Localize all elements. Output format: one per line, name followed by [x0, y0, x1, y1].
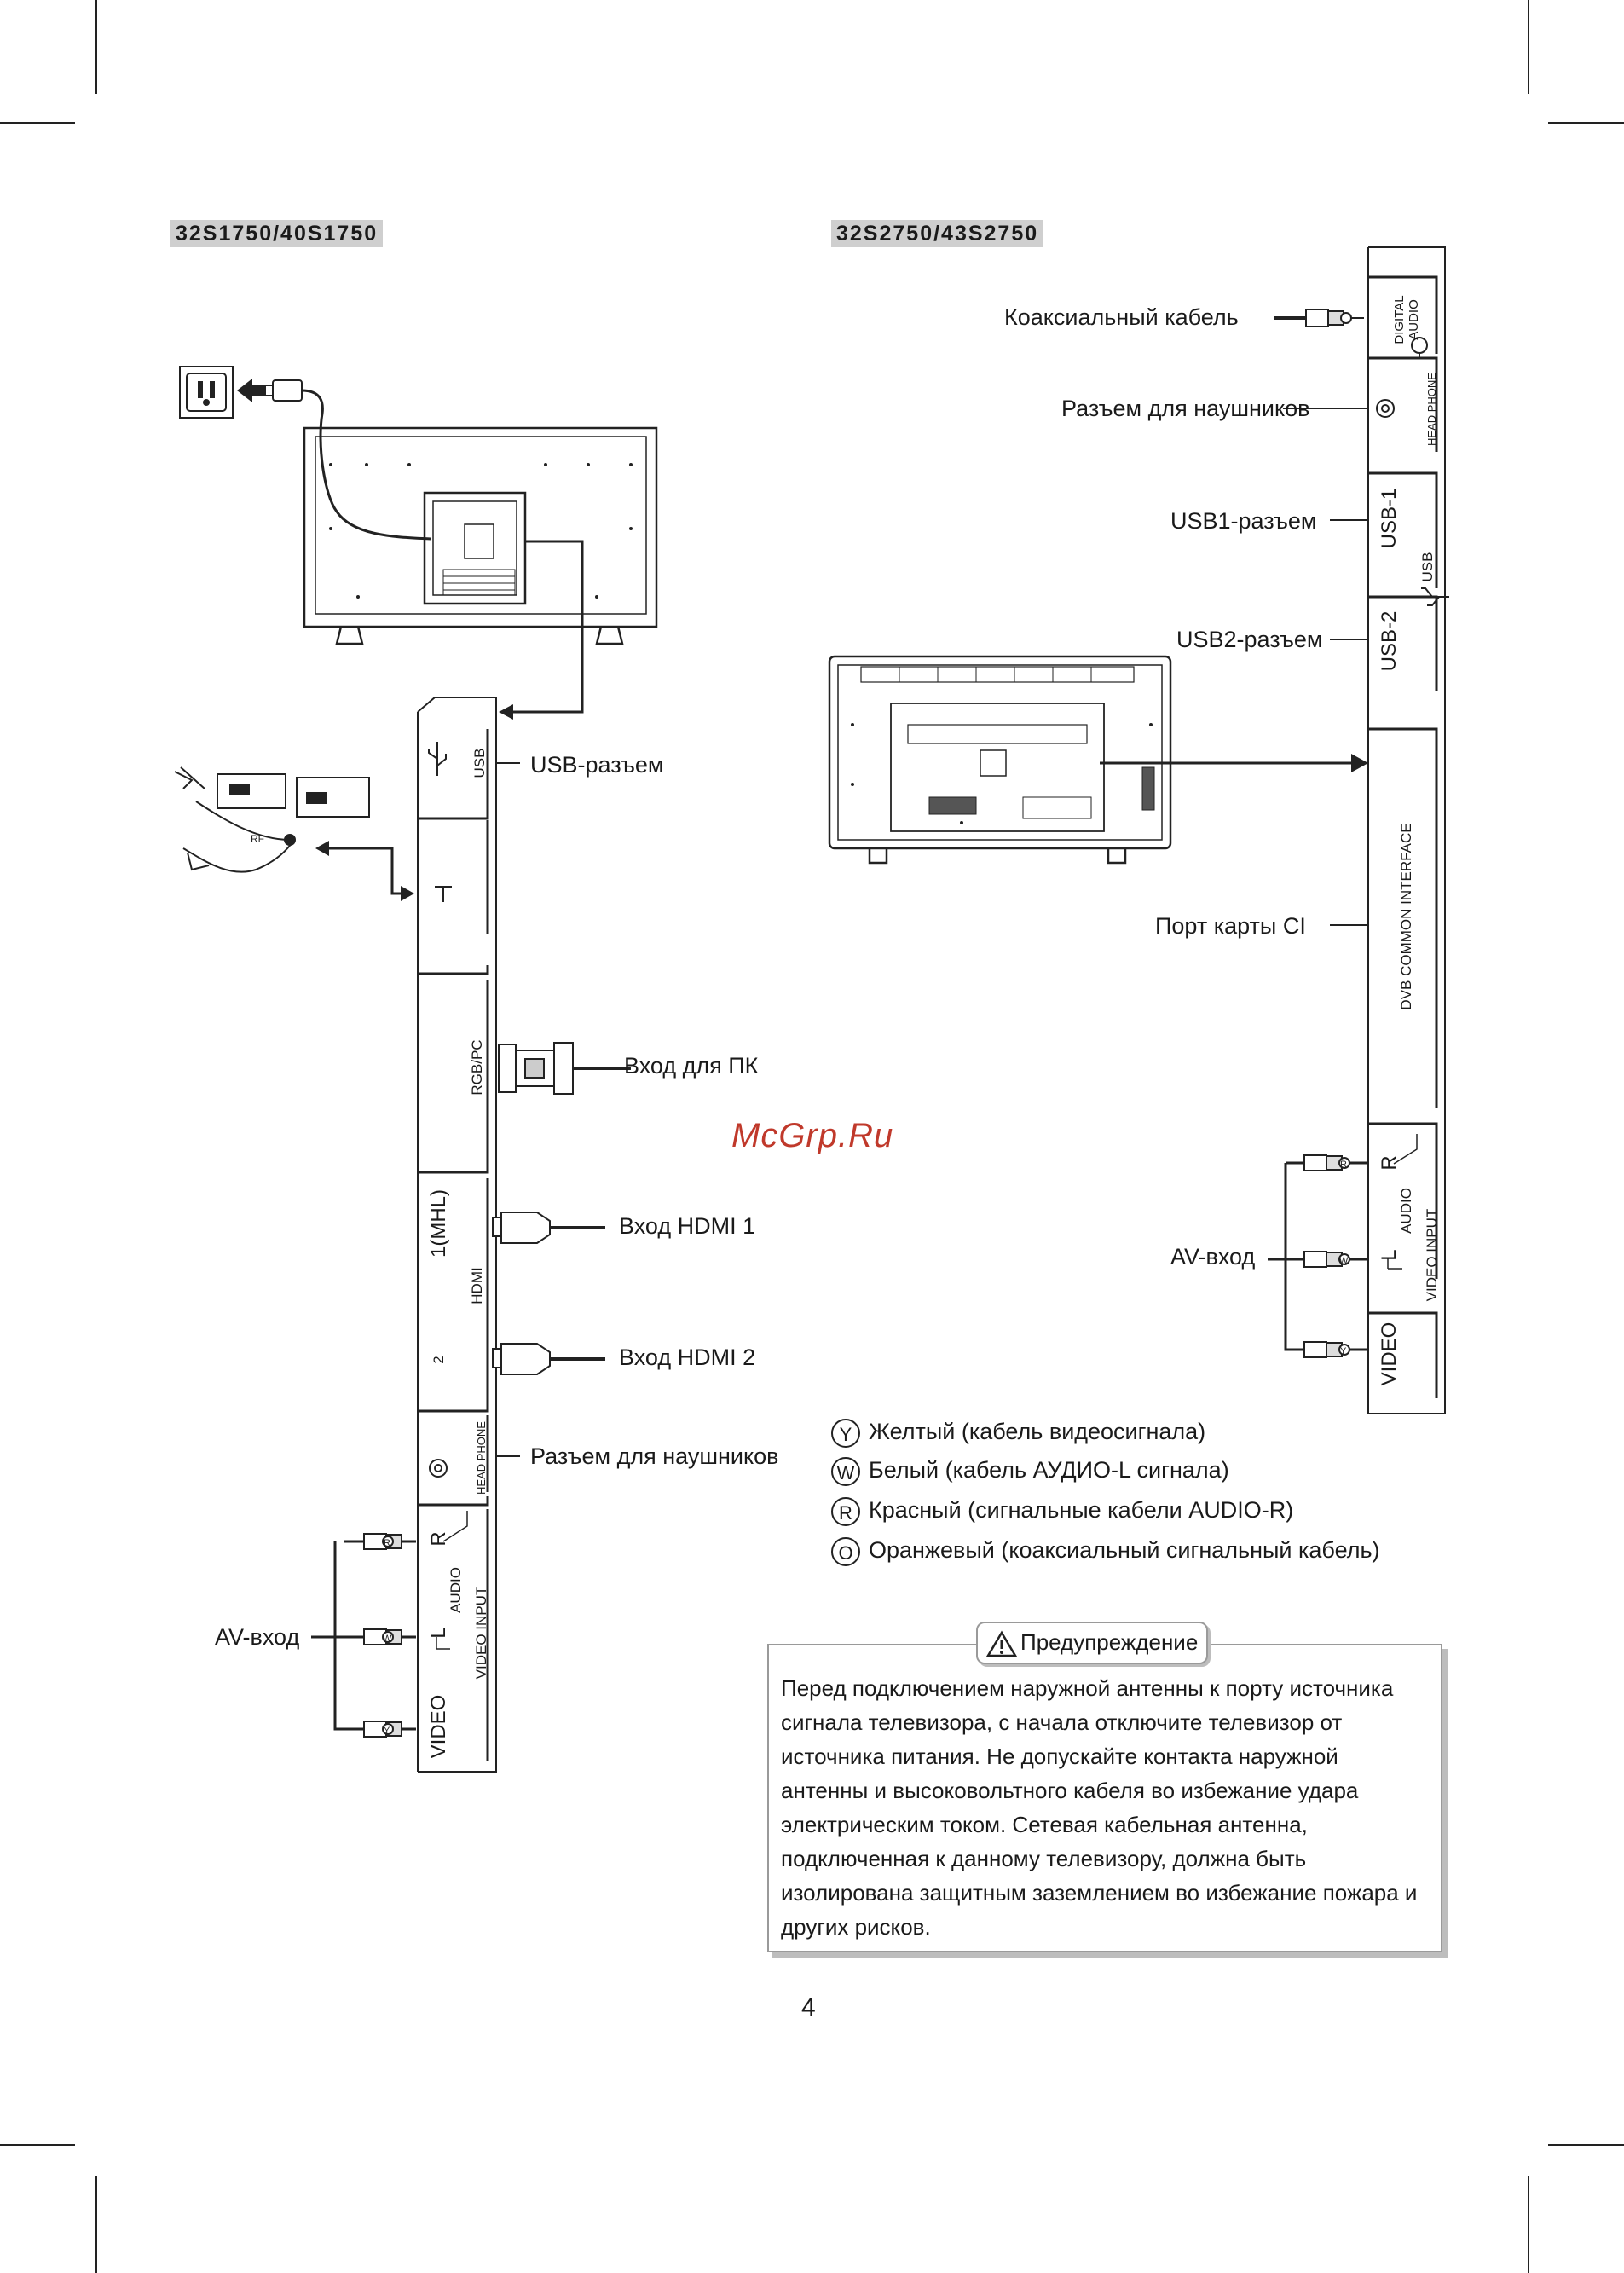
vga-connector-icon: [498, 1042, 631, 1095]
hdmi-connector-icon: [492, 1212, 605, 1244]
legend-text: Желтый (кабель видеосигнала): [869, 1419, 1206, 1444]
warning-title: Предупреждение: [976, 1622, 1209, 1664]
rf-label: RF: [251, 833, 264, 845]
legend-text: Белый (кабель АУДИО-L сигнала): [869, 1457, 1229, 1483]
dvb-ci-label: DVB COMMON INTERFACE: [1398, 823, 1414, 1010]
model-label-left: 32S1750/40S1750: [170, 220, 384, 247]
svg-text:R: R: [384, 1538, 390, 1548]
audio-r-label: R: [1378, 1155, 1401, 1171]
legend-letter: O: [831, 1536, 860, 1566]
model-label-right: 32S2750/43S2750: [831, 220, 1044, 247]
crop-mark: [95, 2176, 97, 2273]
usb1-callout: USB1-разъем: [1170, 508, 1317, 534]
usb-callout: USB-разъем: [530, 752, 664, 778]
crop-mark: [1528, 2176, 1529, 2273]
warning-text: Перед подключением наружной антенны к по…: [781, 1675, 1418, 1940]
antenna-port-icon: [435, 886, 452, 902]
power-outlet-icon: [179, 366, 234, 419]
crop-mark: [1548, 2144, 1624, 2146]
warning-icon: [985, 1630, 1018, 1657]
headphone-icon: [429, 1459, 448, 1478]
legend-item: O Оранжевый (коаксиальный сигнальный кабе…: [831, 1533, 1380, 1567]
legend-letter: R: [831, 1496, 860, 1526]
arrow-left-icon: [237, 379, 266, 402]
legend-text: Оранжевый (коаксиальный сигнальный кабел…: [869, 1537, 1380, 1563]
legend-item: R Красный (сигнальные кабели AUDIO-R): [831, 1493, 1293, 1527]
ci-port-callout: Порт карты CI: [1155, 913, 1306, 939]
headphone-callout: Разъем для наушников: [530, 1443, 779, 1469]
legend-letter: Y: [831, 1418, 860, 1448]
rca-plug-white-icon: [363, 1628, 402, 1645]
headphone-icon: [1376, 399, 1395, 418]
legend-letter: W: [831, 1456, 860, 1486]
audio-label: AUDIO: [1398, 1188, 1414, 1234]
headphone-callout: Разъем для наушников: [1061, 396, 1310, 421]
usb2-port-label: USB-2: [1378, 610, 1401, 672]
digital-audio-label: DIGITAL AUDIO: [1392, 295, 1421, 344]
hdmi1-callout: Вход HDMI 1: [619, 1213, 756, 1239]
rca-plug-yellow-icon: [363, 1721, 402, 1738]
arrow-left-icon: [499, 704, 513, 720]
arrow-right-icon: [401, 886, 414, 901]
rca-plug-yellow-icon: [1303, 1341, 1350, 1358]
usb-icon: [1415, 587, 1449, 606]
tv-back-right: [828, 655, 1172, 865]
pc-input-callout: Вход для ПК: [624, 1053, 759, 1079]
coaxial-plug-icon: [1274, 309, 1364, 327]
hdmi-connector-icon: [492, 1343, 605, 1375]
crop-mark: [0, 2144, 75, 2146]
legend-item: W Белый (кабель АУДИО-L сигнала): [831, 1453, 1229, 1487]
hdmi2-callout: Вход HDMI 2: [619, 1345, 756, 1370]
arrow-left-icon: [315, 841, 329, 856]
crop-mark: [1548, 122, 1624, 124]
usb-icon: [428, 742, 447, 776]
av-input-callout: AV-вход: [215, 1624, 300, 1650]
left-connector-panel: [417, 697, 497, 1773]
video-input-label: VIDEO INPUT: [1424, 1208, 1440, 1302]
svg-text:W: W: [1339, 1256, 1349, 1266]
headphone-port-label: HEAD PHONE: [1425, 373, 1438, 446]
arrow-right-icon: [1351, 754, 1368, 772]
crop-mark: [1528, 0, 1529, 94]
audio-l-label: L: [1378, 1249, 1401, 1261]
rca-plug-red-icon: [363, 1533, 402, 1550]
svg-text:Y: Y: [384, 1726, 390, 1736]
watermark: McGrp.Ru: [731, 1117, 894, 1154]
usb-group-label: USB: [1419, 552, 1436, 582]
svg-text:R: R: [1340, 1160, 1347, 1170]
video-port-label: VIDEO: [1378, 1322, 1401, 1386]
svg-text:W: W: [383, 1634, 392, 1644]
tv-back-left: [303, 426, 658, 645]
rca-plug-red-icon: [1303, 1154, 1350, 1171]
usb1-port-label: USB-1: [1378, 488, 1401, 549]
warning-title-text: Предупреждение: [1020, 1629, 1199, 1655]
digital-audio-icon: [1411, 337, 1428, 358]
crop-mark: [0, 122, 75, 124]
av-input-callout: AV-вход: [1170, 1244, 1256, 1270]
usb2-callout: USB2-разъем: [1176, 627, 1323, 652]
crop-mark: [95, 0, 97, 94]
right-connector-panel: [1367, 246, 1446, 1414]
warning-box: Перед подключением наружной антенны к по…: [767, 1644, 1442, 1952]
page-number: 4: [801, 1993, 816, 2021]
antenna-connection-icon: [174, 766, 370, 873]
legend-item: Y Желтый (кабель видеосигнала): [831, 1414, 1205, 1449]
legend-text: Красный (сигнальные кабели AUDIO-R): [869, 1497, 1294, 1523]
coax-callout: Коаксиальный кабель: [1004, 304, 1239, 330]
svg-text:Y: Y: [1340, 1346, 1347, 1356]
